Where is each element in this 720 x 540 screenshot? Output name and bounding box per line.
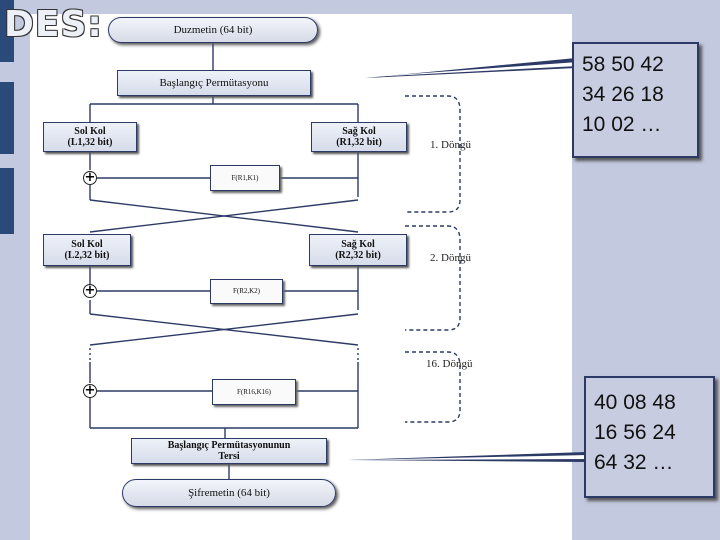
right-half-1-size: (R1,32 bit)	[336, 137, 382, 148]
right-half-1-node: Sağ Kol (R1,32 bit)	[311, 122, 407, 152]
left-half-1-size: (L1,32 bit)	[67, 137, 113, 148]
left-stripe	[0, 82, 14, 154]
left-stripe	[0, 168, 14, 234]
round-label-2: 2. Döngü	[430, 252, 471, 264]
callout-line: 16 56 24	[594, 421, 676, 444]
callout-line: 58 50 42	[582, 53, 664, 76]
right-half-2-name: Sağ Kol	[341, 239, 375, 250]
left-half-2-size: (L2,32 bit)	[64, 250, 110, 261]
right-half-1-name: Sağ Kol	[342, 126, 376, 137]
inverse-permutation-node: Başlangıç Permütasyonunun Tersi	[131, 438, 327, 464]
callout-line: 34 26 18	[582, 83, 664, 106]
left-half-1-node: Sol Kol (L1,32 bit)	[43, 122, 137, 152]
round-function-1: F(R1,K1)	[210, 165, 280, 191]
initial-permutation-node: Başlangıç Permütasyonu	[117, 70, 311, 96]
xor-symbol: +	[83, 170, 97, 185]
round-label-16: 16. Döngü	[426, 358, 473, 370]
xor-symbol: +	[83, 383, 97, 398]
callout-line: 10 02 …	[582, 113, 662, 136]
initial-permutation-callout: 58 50 42 34 26 18 10 02 …	[572, 42, 699, 158]
left-half-2-name: Sol Kol	[71, 239, 103, 250]
xor-symbol: +	[83, 283, 97, 298]
plaintext-node: Duzmetin (64 bit)	[108, 17, 318, 43]
callout-line: 40 08 48	[594, 391, 676, 414]
inverse-permutation-line2: Tersi	[218, 451, 240, 462]
inverse-permutation-line1: Başlangıç Permütasyonunun	[167, 440, 291, 451]
round-function-2: F(R2,K2)	[210, 279, 283, 304]
round-function-16: F(R16,K16)	[212, 379, 296, 405]
left-half-2-node: Sol Kol (L2,32 bit)	[43, 234, 131, 266]
slide-title: DES:	[4, 4, 103, 45]
ciphertext-node: Şifremetin (64 bit)	[122, 479, 336, 507]
round-label-1: 1. Döngü	[430, 139, 471, 151]
inverse-permutation-callout: 40 08 48 16 56 24 64 32 …	[584, 376, 715, 498]
callout-line: 64 32 …	[594, 451, 674, 474]
right-half-2-node: Sağ Kol (R2,32 bit)	[309, 234, 407, 266]
left-half-1-name: Sol Kol	[74, 126, 106, 137]
left-stripe	[0, 0, 14, 62]
right-half-2-size: (R2,32 bit)	[335, 250, 381, 261]
